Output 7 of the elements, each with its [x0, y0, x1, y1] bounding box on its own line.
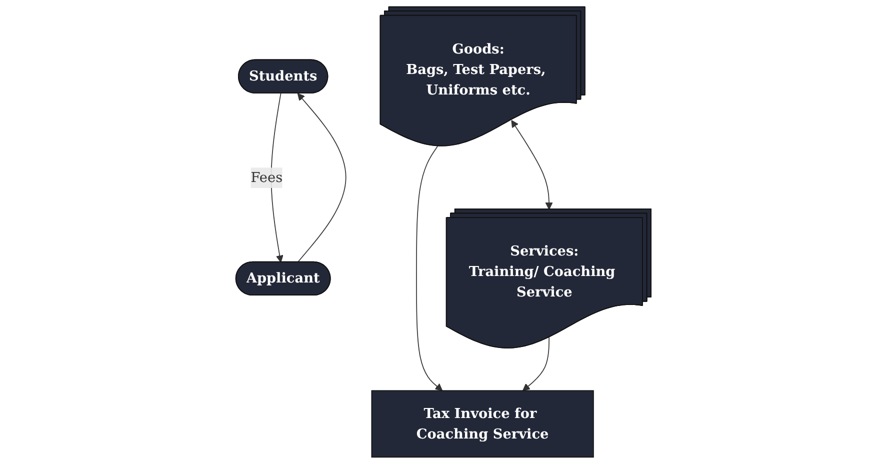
node-box: Tax Invoice for Coaching Service: [371, 390, 594, 458]
arrow: [270, 92, 284, 263]
arrow: [511, 120, 553, 210]
edge-label: Fees: [250, 169, 283, 186]
arrow: [416, 146, 443, 391]
arrow: [522, 337, 550, 391]
arrow: [297, 93, 346, 263]
